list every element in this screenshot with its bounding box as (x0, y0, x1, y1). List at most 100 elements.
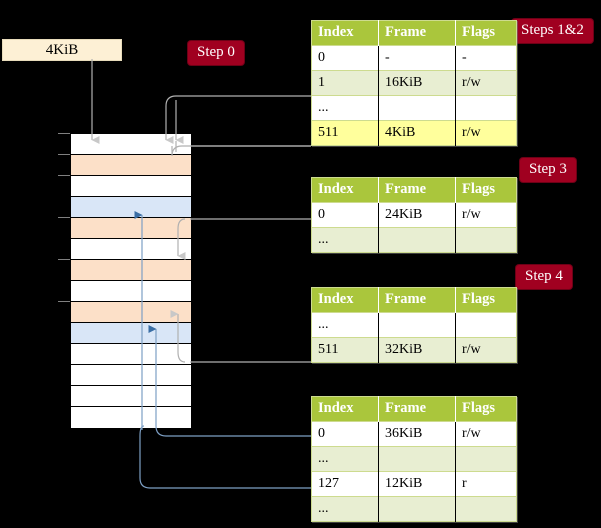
table-row: ... (311, 446, 517, 472)
column-header-index: Index (311, 396, 379, 422)
memory-frame-row (71, 323, 191, 344)
size-box-label: 4KiB (45, 42, 79, 58)
memory-frame-row (71, 155, 191, 176)
cell-frame: - (378, 45, 456, 71)
wire-t0-row511-stub (171, 145, 311, 157)
column-header-frame: Frame (378, 287, 456, 313)
memory-tick (58, 154, 70, 155)
memory-frame-row (71, 344, 191, 365)
table-row: ... (311, 312, 517, 338)
cell-frame (378, 312, 456, 338)
cell-index: ... (311, 496, 379, 522)
memory-frame-row (71, 281, 191, 302)
cell-flags: r/w (455, 421, 517, 447)
memory-tick (58, 175, 70, 176)
memory-frame-row (71, 302, 191, 323)
size-box-4kib: 4KiB (2, 39, 122, 61)
cell-flags: r/w (455, 337, 517, 363)
memory-frame-row (71, 386, 191, 407)
cell-frame (378, 446, 456, 472)
cell-index: 0 (311, 421, 379, 447)
memory-frame-row (71, 407, 191, 428)
memory-frame-row (71, 134, 191, 155)
badge-step-0: Step 0 (188, 41, 244, 65)
cell-frame (378, 227, 456, 253)
column-header-frame: Frame (378, 20, 456, 46)
cell-flags (455, 227, 517, 253)
memory-tick (58, 133, 70, 134)
column-header-frame: Frame (378, 177, 456, 203)
cell-flags (455, 312, 517, 338)
badge-step-3-label: Step 3 (529, 161, 567, 177)
cell-flags: r (455, 471, 517, 497)
cell-frame: 12KiB (378, 471, 456, 497)
memory-column (70, 133, 192, 430)
cell-index: 0 (311, 45, 379, 71)
memory-frame-row (71, 218, 191, 239)
cell-frame: 4KiB (378, 120, 456, 146)
memory-frame-row (71, 197, 191, 218)
cell-flags: r/w (455, 202, 517, 228)
badge-step-0-label: Step 0 (197, 44, 235, 60)
cell-index: 0 (311, 202, 379, 228)
column-header-flags: Flags (455, 396, 517, 422)
cell-frame: 16KiB (378, 70, 456, 96)
cell-flags: r/w (455, 70, 517, 96)
badge-step-3: Step 3 (520, 158, 576, 182)
memory-tick (58, 217, 70, 218)
badge-step-4: Step 4 (516, 265, 572, 289)
table-row: ... (311, 95, 517, 121)
memory-tick (58, 259, 70, 260)
cell-frame: 24KiB (378, 202, 456, 228)
column-header-frame: Frame (378, 396, 456, 422)
cell-flags (455, 95, 517, 121)
cell-index: 127 (311, 471, 379, 497)
cell-flags (455, 496, 517, 522)
column-header-flags: Flags (455, 287, 517, 313)
memory-frame-row (71, 239, 191, 260)
table-row: 0-- (311, 45, 517, 71)
column-header-index: Index (311, 177, 379, 203)
badge-steps-1-2-label: Steps 1&2 (521, 22, 584, 38)
cell-index: 1 (311, 70, 379, 96)
badge-steps-1-2: Steps 1&2 (512, 19, 593, 43)
column-header-flags: Flags (455, 20, 517, 46)
cell-frame: 32KiB (378, 337, 456, 363)
cell-flags (455, 446, 517, 472)
cell-index: ... (311, 446, 379, 472)
cell-index: 511 (311, 120, 379, 146)
cell-index: 511 (311, 337, 379, 363)
memory-frame-row (71, 176, 191, 197)
column-header-index: Index (311, 20, 379, 46)
cell-frame: 36KiB (378, 421, 456, 447)
cell-index: ... (311, 95, 379, 121)
cell-flags: r/w (455, 120, 517, 146)
column-header-index: Index (311, 287, 379, 313)
table-row: ... (311, 496, 517, 522)
cell-frame (378, 95, 456, 121)
memory-frame-row (71, 260, 191, 281)
cell-index: ... (311, 227, 379, 253)
cell-frame (378, 496, 456, 522)
table-row: ... (311, 227, 517, 253)
memory-tick (58, 301, 70, 302)
cell-index: ... (311, 312, 379, 338)
badge-step-4-label: Step 4 (525, 268, 563, 284)
wire-t3-row127-to-memory (139, 425, 311, 489)
column-header-flags: Flags (455, 177, 517, 203)
cell-flags: - (455, 45, 517, 71)
